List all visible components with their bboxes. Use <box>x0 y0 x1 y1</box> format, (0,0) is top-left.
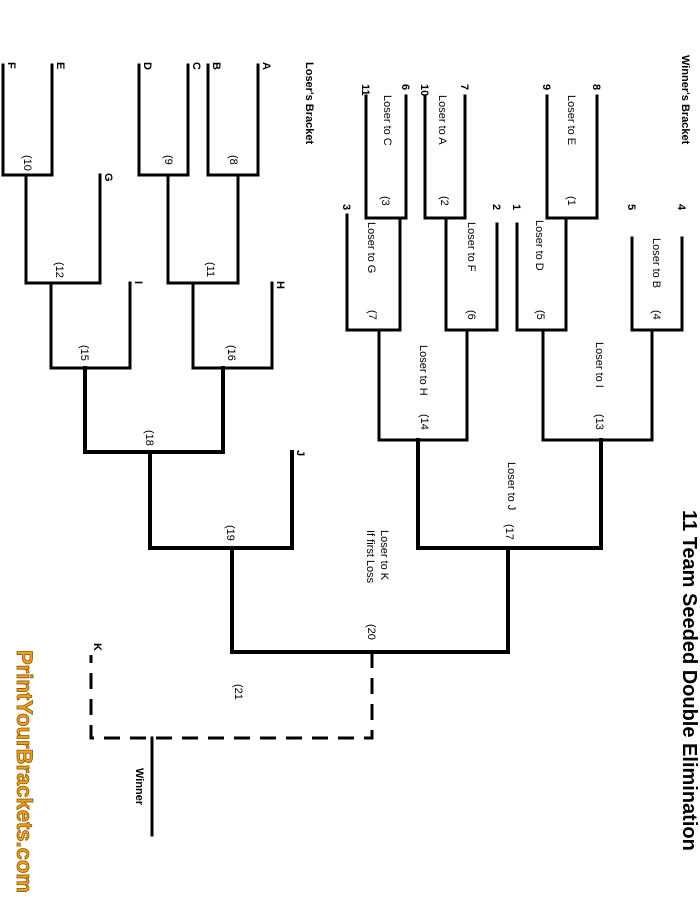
game-21-dashed-lines <box>89 652 374 740</box>
winners-bracket-heading: Winner's Bracket <box>679 55 691 145</box>
game-9-lines <box>137 63 190 177</box>
game-12-lines <box>24 173 102 285</box>
game-6-lines <box>444 216 499 332</box>
game-8-lines <box>206 63 260 177</box>
note-game-17: Loser to J <box>505 462 517 510</box>
game-16-number: (16 <box>225 345 237 361</box>
note-game-4: Loser to B <box>650 238 662 288</box>
note-game-14: Loser to H <box>417 345 429 396</box>
logo: PrintYourBrackets.com <box>12 650 37 893</box>
seed-1: 1 <box>510 204 522 210</box>
note-game-20-line2: If first Loss <box>364 530 376 584</box>
seed-3: 3 <box>340 204 352 210</box>
game-10-number: (10 <box>21 155 33 171</box>
game-7-lines <box>345 213 402 332</box>
game-8-number: (8 <box>227 155 239 165</box>
game-4-number: (4 <box>650 310 662 320</box>
game-11-lines <box>166 173 240 285</box>
seed-5: 5 <box>625 204 637 210</box>
slot-J: J <box>294 450 306 456</box>
seed-9: 9 <box>540 84 552 90</box>
seed-4: 4 <box>675 204 687 211</box>
game-4-lines <box>630 236 684 332</box>
losers-bracket-lines <box>1 63 294 550</box>
slot-H: H <box>274 281 286 289</box>
winners-bracket-lines <box>230 94 684 654</box>
seed-6: 6 <box>399 84 411 90</box>
note-game-5: Loser to D <box>533 220 545 271</box>
winner-label: Winner <box>133 768 145 806</box>
slot-D: D <box>141 62 153 70</box>
page-title: 11 Team Seeded Double Elimination <box>678 510 700 851</box>
losers-bracket-heading: Loser's Bracket <box>303 62 315 144</box>
game-13-number: (13 <box>593 414 605 430</box>
game-19-lines <box>148 450 294 550</box>
game-5-number: (5 <box>534 310 546 320</box>
game-11-number: (11 <box>204 262 216 277</box>
game-16-lines <box>191 281 274 370</box>
game-6-number: (6 <box>465 310 477 320</box>
seed-7: 7 <box>458 84 470 90</box>
seed-2: 2 <box>490 204 502 210</box>
seed-8: 8 <box>590 84 602 90</box>
slot-B: B <box>210 62 222 70</box>
note-game-1: Loser to E <box>565 95 577 145</box>
slot-G: G <box>102 173 114 182</box>
game-2-number: (2 <box>438 196 450 206</box>
seed-10: 10 <box>418 84 430 96</box>
game-15-number: (15 <box>78 345 90 361</box>
note-game-20-line1: Loser to K <box>378 530 390 581</box>
game-18-lines <box>83 366 225 454</box>
game-7-number: (7 <box>366 310 378 320</box>
game-1-lines <box>545 94 599 220</box>
slot-C: C <box>190 62 202 70</box>
game-20-number: (20 <box>365 624 377 640</box>
game-21-number: (21 <box>232 684 244 700</box>
loser-slot-letters: A B C D E F G H I J K <box>5 62 306 651</box>
game-17-number: (17 <box>503 524 515 540</box>
slot-E: E <box>54 62 66 69</box>
game-numbers: (1 (2 (3 (4 (5 (6 (7 (8 (9 (10 (11 (12 (… <box>21 155 662 700</box>
note-game-13: Loser to I <box>593 342 605 388</box>
slot-F: F <box>5 62 17 69</box>
game-15-lines <box>49 281 132 370</box>
game-12-number: (12 <box>53 262 65 278</box>
game-18-number: (18 <box>143 430 155 446</box>
slot-A: A <box>260 62 272 70</box>
game-3-number: (3 <box>379 196 391 206</box>
game-20-lines <box>230 546 510 654</box>
note-game-2: Loser to A <box>436 95 448 145</box>
slot-K: K <box>91 643 103 651</box>
note-game-7: Loser to G <box>365 222 377 273</box>
game-19-number: (19 <box>224 525 236 541</box>
game-13-lines <box>541 328 654 442</box>
note-game-6: Loser to F <box>465 222 477 272</box>
slot-I: I <box>132 281 144 284</box>
game-1-number: (1 <box>565 196 577 206</box>
game-14-number: (14 <box>418 414 430 430</box>
seeds: 8 9 4 5 1 7 10 6 11 2 3 <box>340 84 687 211</box>
note-game-3: Loser to C <box>381 95 393 146</box>
seed-11: 11 <box>359 84 371 96</box>
game-9-number: (9 <box>162 155 174 165</box>
game-14-lines <box>377 328 469 442</box>
loser-notes: Loser to E Loser to B Loser to D Loser t… <box>364 95 662 584</box>
